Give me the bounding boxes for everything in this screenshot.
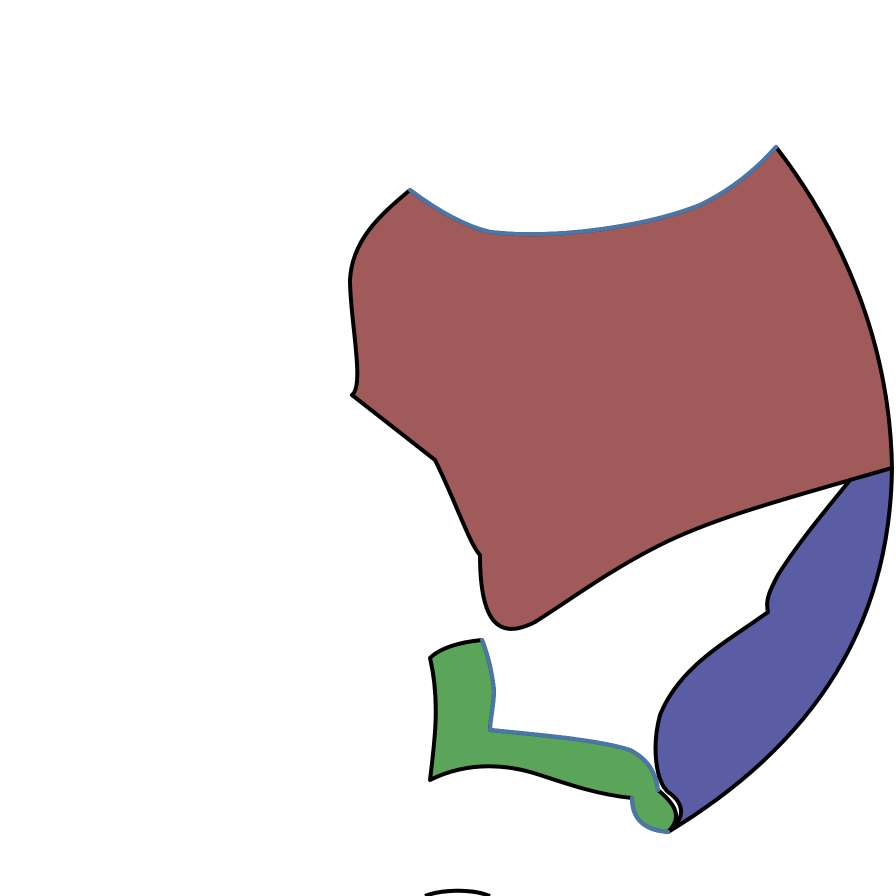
blue-region[interactable] bbox=[653, 466, 894, 834]
red-top-border-highlight bbox=[408, 145, 778, 237]
green-inner-border-highlight bbox=[480, 638, 660, 792]
bottom-edge-arc bbox=[424, 888, 491, 896]
green-bottom-border-highlight bbox=[630, 796, 670, 834]
